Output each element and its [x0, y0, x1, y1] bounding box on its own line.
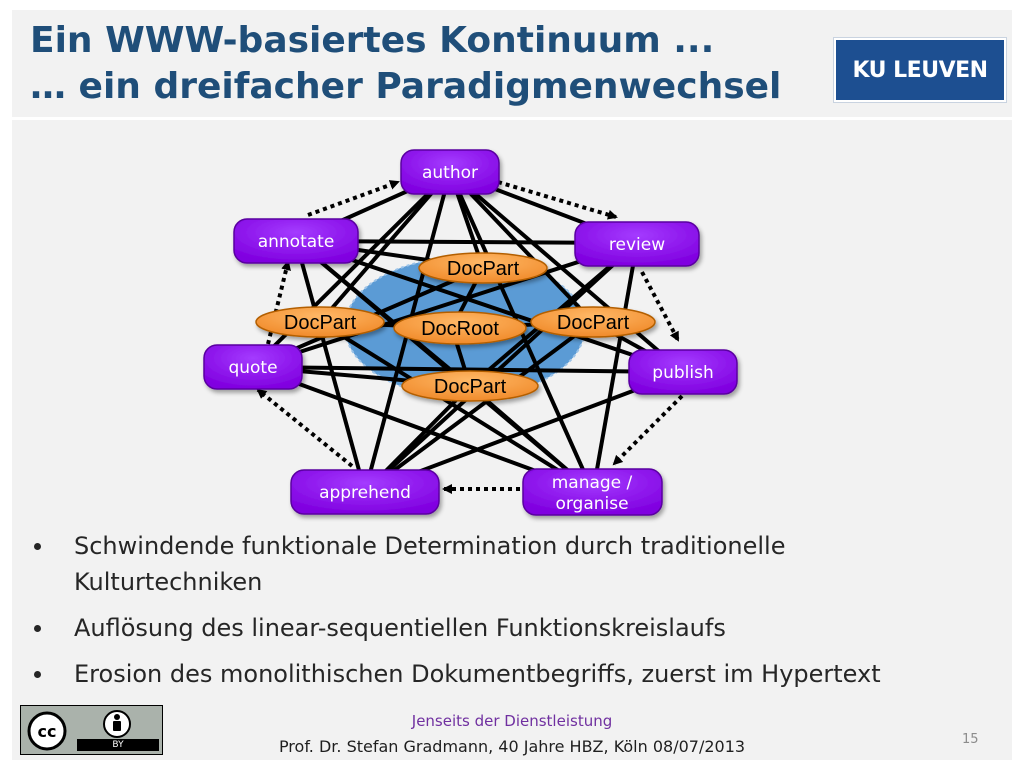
- bullet-item: Auflösung des linear-sequentiellen Funkt…: [30, 610, 960, 646]
- docroot-label: DocRoot: [421, 318, 499, 340]
- activity-label-annotate: annotate: [258, 232, 335, 252]
- activity-label-apprehend: apprehend: [319, 483, 411, 503]
- footer-author-line: Prof. Dr. Stefan Gradmann, 40 Jahre HBZ,…: [278, 737, 746, 756]
- cc-icons: cc: [27, 710, 131, 751]
- bullet-dot: [34, 625, 41, 632]
- cycle-arrows: [256, 180, 684, 494]
- activity-label-manage: manage /: [552, 473, 633, 493]
- activity-label-quote: quote: [228, 358, 277, 378]
- docpart-label-bottom: DocPart: [434, 376, 507, 398]
- docpart-label-top: DocPart: [447, 258, 520, 280]
- activity-node-review: review: [574, 221, 700, 267]
- bullet-item: Erosion des monolithischen Dokumentbegri…: [30, 656, 960, 692]
- bullet-dot: [34, 671, 41, 678]
- docpart-node-left: DocPart: [255, 306, 385, 338]
- bullet-text: Auflösung des linear-sequentiellen Funkt…: [74, 614, 726, 642]
- activity-label-author: author: [422, 163, 478, 183]
- activity-node-apprehend: apprehend: [290, 469, 440, 515]
- docpart-node-top: DocPart: [418, 252, 548, 284]
- docpart-label-right: DocPart: [557, 312, 630, 334]
- cc-icon: cc: [27, 711, 67, 751]
- activity-node-annotate: annotate: [233, 218, 359, 264]
- cc-by-license-badge: cc BY: [20, 705, 163, 755]
- slide-title: Ein WWW-basiertes Kontinuum ... … ein dr…: [30, 18, 781, 110]
- bullet-item: Schwindende funktionale Determination du…: [30, 528, 960, 600]
- docroot-node: DocRoot: [393, 311, 527, 345]
- activity-label-organise: organise: [555, 494, 628, 514]
- cc-text: cc: [38, 722, 57, 741]
- footer-subtitle: Jenseits der Dienstleistung: [411, 712, 613, 730]
- title-line-1: Ein WWW-basiertes Kontinuum ...: [30, 20, 715, 61]
- bullet-text: Schwindende funktionale Determination du…: [74, 532, 786, 560]
- by-person-icon: [103, 710, 131, 738]
- title-line-2: … ein dreifacher Paradigmenwechsel: [30, 66, 782, 107]
- activity-label-review: review: [609, 235, 665, 255]
- bullet-text-cont: Kulturtechniken: [74, 568, 263, 596]
- bullet-text: Erosion des monolithischen Dokumentbegri…: [74, 660, 881, 688]
- ku-leuven-logo: KU LEUVEN: [834, 38, 1006, 102]
- title-divider: [12, 117, 1012, 120]
- bullet-list: Schwindende funktionale Determination du…: [30, 528, 960, 702]
- activity-node-publish: publish: [628, 349, 738, 395]
- activity-label-publish: publish: [652, 363, 713, 383]
- bullet-dot: [34, 543, 41, 550]
- by-label: BY: [77, 739, 159, 751]
- docpart-label-left: DocPart: [284, 312, 357, 334]
- activity-node-quote: quote: [203, 344, 303, 390]
- activity-node-manage: manage / organise: [522, 468, 663, 516]
- docpart-node-bottom: DocPart: [401, 370, 539, 402]
- docpart-node-right: DocPart: [530, 306, 656, 338]
- activity-node-author: author: [400, 149, 500, 195]
- page-number: 15: [962, 732, 979, 747]
